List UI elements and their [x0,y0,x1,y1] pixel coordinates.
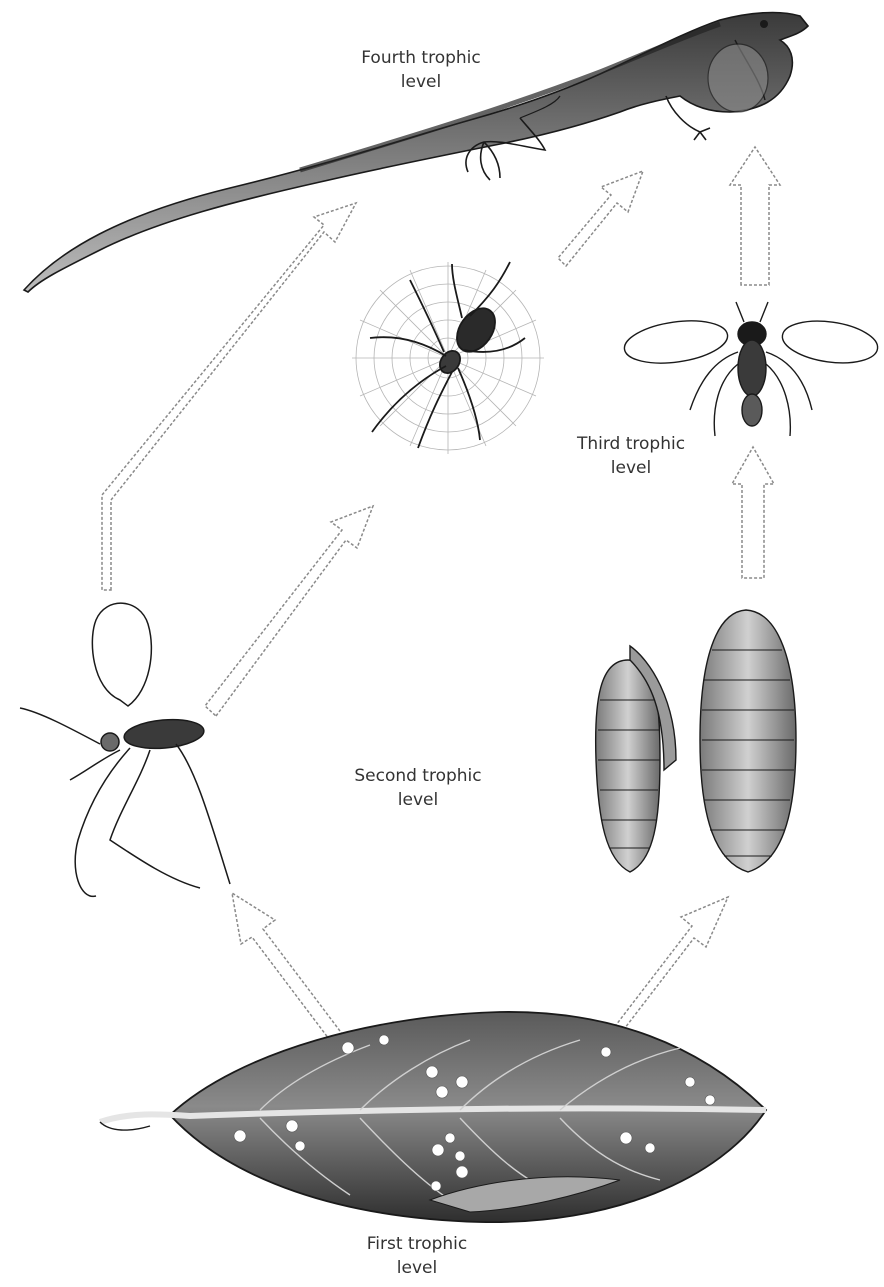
second-label-line2: level [328,788,508,812]
first-label-line2: level [327,1256,507,1280]
arrow-leaf-to-aphid [232,893,343,1043]
spider [370,262,525,448]
third-trophic-level-label: Third trophic level [541,432,721,480]
second-label-line1: Second trophic [328,764,508,788]
aphid-insect [20,603,230,896]
second-trophic-level-label: Second trophic level [328,764,508,812]
third-label-line2: level [541,456,721,480]
arrow-aphid-to-lizard [102,203,356,590]
fourth-label-line1: Fourth trophic [331,46,511,70]
larva-small [596,646,676,872]
fourth-label-line2: level [331,70,511,94]
first-label-line1: First trophic [327,1232,507,1256]
leaf [100,1012,766,1222]
arrow-larvae-to-wasp [732,447,774,578]
arrow-wasp-to-lizard [730,147,780,285]
arrow-aphid-to-spider [205,506,373,716]
arrow-spider-to-lizard [558,171,643,266]
first-trophic-level-label: First trophic level [327,1232,507,1280]
larva-large [700,610,796,872]
fourth-trophic-level-label: Fourth trophic level [331,46,511,94]
parasitoid-wasp [622,302,881,436]
third-label-line1: Third trophic [541,432,721,456]
